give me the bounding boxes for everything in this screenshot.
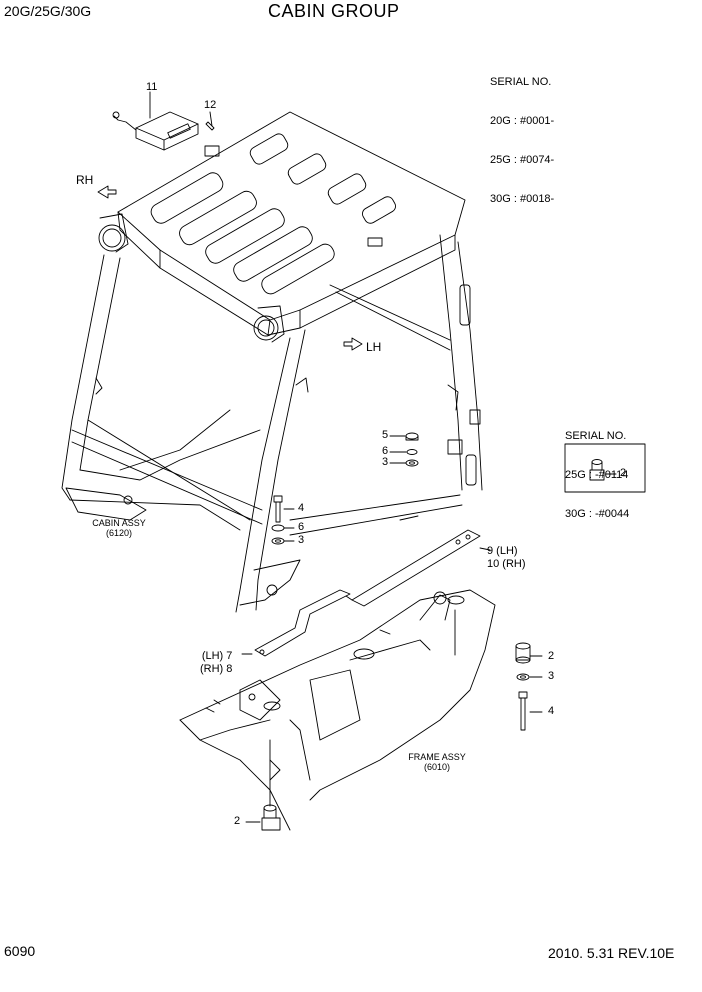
model-label: 20G/25G/30G — [4, 3, 92, 19]
callout-7-8: (LH) 7 (RH) 8 — [200, 650, 233, 675]
callout-9-10: 9 (LH) 10 (RH) — [487, 545, 526, 570]
callout-2: 2 — [548, 650, 555, 662]
callout-3: 3 — [382, 456, 389, 468]
frame-assy-name: FRAME ASSY — [408, 752, 466, 762]
callout-3: 3 — [548, 670, 555, 682]
serial-top-line: 30G : #0018- — [490, 193, 555, 205]
page-title: CABIN GROUP — [268, 1, 400, 21]
item-11-box — [112, 91, 199, 151]
callout-12: 12 — [204, 99, 217, 111]
frame-assy — [179, 589, 496, 831]
cabin-assy-name: CABIN ASSY — [92, 518, 146, 528]
serial-box-callout: 2 — [620, 467, 627, 479]
roof-canopy — [98, 111, 466, 343]
callout-2: 2 — [234, 815, 241, 827]
callout-6: 6 — [382, 445, 389, 457]
rh-arrow-icon — [97, 185, 117, 199]
mount-stack-right — [515, 642, 543, 731]
frame-assy-label: FRAME ASSY (6010) — [402, 752, 472, 772]
cabin-assy-label: CABIN ASSY (6120) — [84, 518, 154, 538]
rh-label: RH — [76, 173, 94, 187]
mount-bottom — [245, 739, 281, 831]
serial-top-heading: SERIAL NO. — [490, 76, 552, 88]
callout-3: 3 — [298, 534, 305, 546]
cabin-pillars — [61, 234, 483, 613]
revision-label: 2010. 5.31 REV.10E — [548, 945, 675, 961]
bolt-stack-left — [271, 495, 295, 545]
support-plate-9-10 — [345, 529, 491, 607]
cabin-assy-code: (6120) — [105, 528, 132, 538]
serial-top-line: 20G : #0001- — [490, 115, 555, 127]
serial-box-frame — [564, 443, 646, 493]
callout-4: 4 — [298, 502, 305, 514]
frame-assy-code: (6010) — [423, 762, 450, 772]
serial-box-mount — [589, 459, 617, 481]
lh-label: LH — [366, 340, 382, 354]
lh-arrow-icon — [343, 337, 363, 351]
serial-box-line: 30G : -#0044 — [565, 508, 630, 520]
fastener-stack-upper — [389, 432, 419, 467]
callout-11: 11 — [146, 81, 158, 93]
support-plate-7-8 — [241, 589, 351, 657]
callout-4: 4 — [548, 705, 555, 717]
serial-box-heading: SERIAL NO. — [565, 430, 627, 442]
callout-6: 6 — [298, 521, 305, 533]
page-number: 6090 — [4, 943, 36, 959]
callout-5: 5 — [382, 429, 389, 441]
serial-top: SERIAL NO. 20G : #0001- 25G : #0074- 30G… — [490, 50, 554, 219]
serial-top-line: 25G : #0074- — [490, 154, 555, 166]
item-12-screw — [205, 111, 215, 131]
